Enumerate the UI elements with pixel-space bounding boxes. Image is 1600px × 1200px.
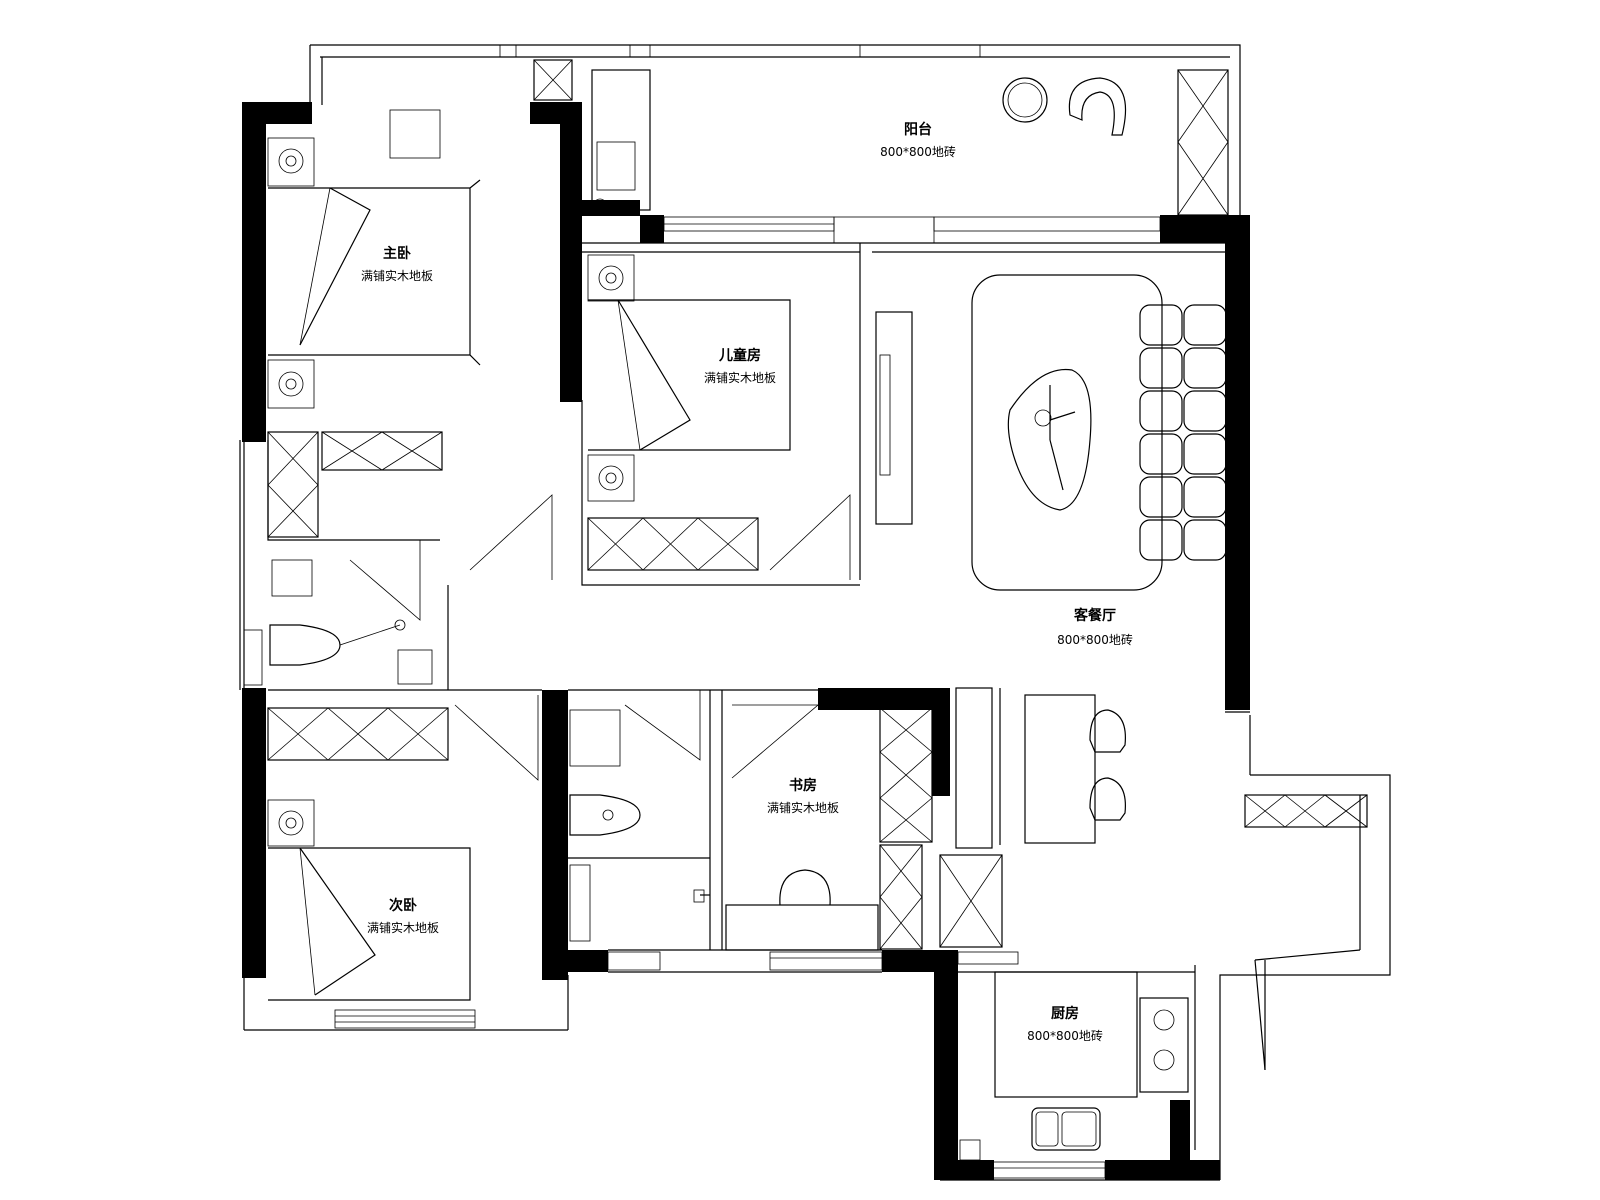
- room-floor-study: 满铺实木地板: [767, 800, 839, 815]
- structural-walls: [242, 102, 1250, 1180]
- second-bath: [569, 690, 710, 942]
- master-bed: [267, 137, 481, 538]
- balcony-fixtures: [389, 59, 1229, 216]
- room-name-master: 主卧: [383, 245, 411, 262]
- room-name-kitchen: 厨房: [1051, 1005, 1079, 1022]
- study-furniture: [725, 704, 1003, 951]
- room-floor-master: 满铺实木地板: [361, 268, 433, 283]
- room-name-kids: 儿童房: [718, 347, 761, 364]
- sofa: [1139, 304, 1227, 561]
- room-floor-kids: 满铺实木地板: [704, 370, 776, 385]
- living-furniture: [875, 274, 1368, 849]
- room-name-living: 客餐厅: [1073, 607, 1116, 624]
- second-bed: [267, 695, 539, 1001]
- kids-bed: [469, 254, 851, 580]
- room-floor-second: 满铺实木地板: [367, 920, 439, 935]
- partitions: [267, 242, 1250, 973]
- room-floor-kitchen: 800*800地砖: [1027, 1028, 1103, 1043]
- room-name-second: 次卧: [389, 897, 417, 914]
- windows: [243, 216, 1161, 1179]
- master-bath: [269, 540, 433, 685]
- outline: [239, 44, 1391, 1181]
- room-name-study: 书房: [789, 777, 817, 794]
- kitchen-fixtures: [959, 971, 1189, 1161]
- room-floor-living: 800*800地砖: [1057, 632, 1133, 647]
- room-floor-balcony: 800*800地砖: [880, 144, 956, 159]
- room-name-balcony: 阳台: [904, 121, 932, 138]
- room-labels: 阳台 800*800地砖 主卧 满铺实木地板 儿童房 满铺实木地板 客餐厅 80…: [361, 121, 1133, 1043]
